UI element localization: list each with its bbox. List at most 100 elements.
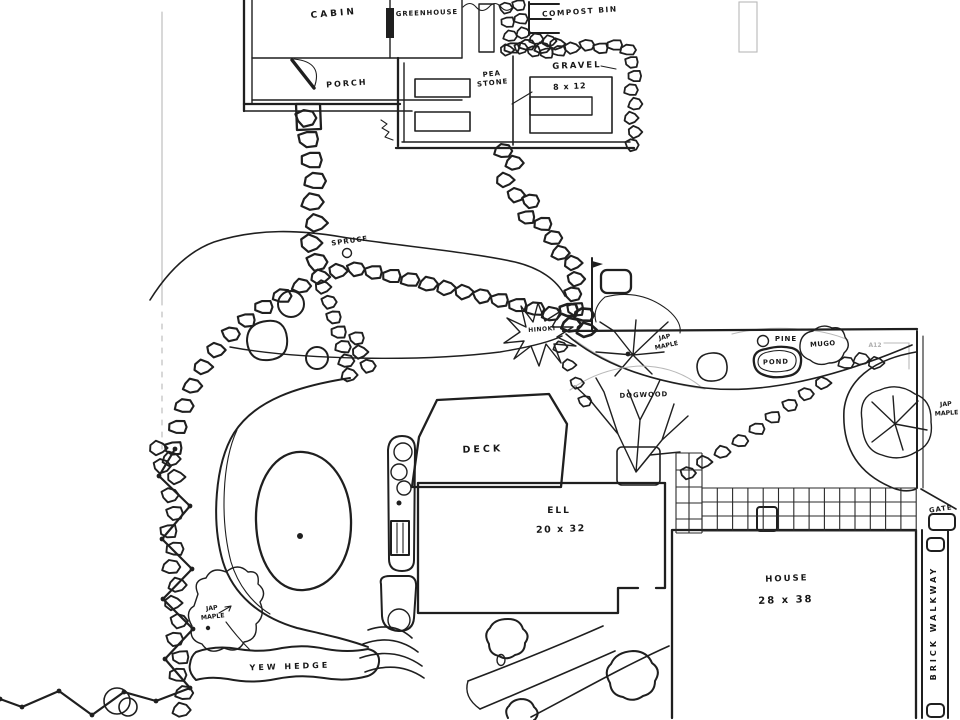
gate-post-stones-shape bbox=[575, 321, 599, 339]
gravel-path-stones-shape bbox=[504, 154, 525, 171]
rear-walk bbox=[466, 618, 670, 720]
jap-maple-bl-bed-shape bbox=[205, 625, 211, 631]
house-outline bbox=[670, 528, 918, 720]
raised-bed bbox=[414, 111, 471, 132]
greenhouse-outline-shape bbox=[478, 3, 495, 53]
gravel-path-stones-shape bbox=[506, 186, 527, 204]
compost-rocks-shape bbox=[528, 32, 545, 45]
rear-walk-shape bbox=[467, 625, 604, 682]
hinoki-trail-stones-shape bbox=[569, 376, 585, 390]
left-rock-column-shape bbox=[167, 468, 187, 486]
gravel-top-border-shape bbox=[578, 39, 596, 52]
compost-rocks-shape bbox=[539, 47, 554, 59]
gravel-top-border-shape bbox=[563, 41, 582, 55]
gravel-top-border-shape bbox=[518, 38, 536, 51]
left-rock-column-shape bbox=[165, 505, 184, 521]
porch-path-stones-shape bbox=[300, 233, 324, 253]
gravel-top-border-shape bbox=[533, 41, 552, 55]
label-jap-maple-right-shape: JAP bbox=[939, 401, 953, 409]
label-pea-stone-shape: STONE bbox=[477, 77, 509, 88]
stepping-stones bbox=[149, 0, 886, 718]
wall-stones-shape bbox=[163, 441, 183, 456]
label-brick-walkway: BRICK WALKWAY bbox=[929, 566, 938, 681]
deck-group-shape bbox=[393, 442, 413, 462]
label-house-size-shape: 28 x 38 bbox=[758, 594, 814, 607]
compost-rocks-shape bbox=[541, 34, 558, 48]
gravel-right-border-shape bbox=[624, 138, 640, 153]
gravel-path-stones-shape bbox=[563, 286, 583, 303]
label-pond-shape: POND bbox=[763, 358, 789, 367]
porch-path-stones-shape bbox=[297, 131, 319, 149]
gravel-right-border-shape bbox=[627, 125, 644, 140]
inner-wall-stones-shape bbox=[320, 294, 338, 310]
pond-trail-stones-shape bbox=[748, 422, 766, 435]
pond-bed bbox=[696, 325, 849, 382]
zigzag-fence-shape bbox=[187, 503, 193, 509]
lawn-and-beds-shape bbox=[297, 533, 303, 539]
inner-wall-stones-shape bbox=[314, 279, 333, 295]
ell-outline-shape bbox=[416, 481, 640, 615]
rear-walk-shape bbox=[496, 653, 506, 667]
hinoki-group-shape bbox=[592, 261, 603, 268]
cabin-outline bbox=[242, 0, 463, 141]
label-jap-maple-right-shape: MAPLE bbox=[934, 409, 958, 418]
gate-step bbox=[928, 513, 956, 531]
label-hinoki-shape: HINOKI bbox=[528, 325, 556, 334]
dogwood-tree-shape bbox=[574, 377, 689, 473]
fence-bush bbox=[103, 687, 138, 717]
zigzag-fence-shape bbox=[156, 473, 162, 479]
label-ell: ELL bbox=[547, 506, 571, 516]
jap-maple-bl-bed-shape bbox=[187, 566, 265, 652]
hinoki-trail-stones-shape bbox=[577, 395, 593, 408]
compost-rocks bbox=[498, 0, 567, 59]
zigzag-fence-shape bbox=[0, 447, 195, 717]
deck-group-shape bbox=[396, 500, 402, 506]
label-jap-maple-bl-shape: JAP bbox=[205, 604, 219, 612]
label-compost-bin-shape: COMPOST BIN bbox=[542, 4, 618, 18]
inner-wall-stones-shape bbox=[325, 310, 342, 325]
jap-maple-right-tree bbox=[860, 386, 933, 459]
hinoki-trail-stones bbox=[552, 340, 593, 408]
left-rock-column bbox=[149, 439, 195, 718]
wall-stones-shape bbox=[471, 288, 493, 305]
gravel-path-stones-shape bbox=[566, 302, 585, 317]
jap-maple-bl-bed-shape bbox=[218, 605, 251, 651]
raised-bed bbox=[414, 78, 471, 98]
label-pine: PINE bbox=[775, 335, 797, 343]
back-bed-curves bbox=[565, 333, 917, 492]
left-rock-column-shape bbox=[169, 613, 189, 630]
compost-rocks-shape bbox=[502, 29, 519, 42]
gravel-area bbox=[511, 55, 617, 146]
label-porch-shape: PORCH bbox=[326, 78, 368, 90]
pond-right-stones-shape bbox=[868, 355, 886, 370]
label-deck: DECK bbox=[462, 443, 503, 455]
porch-path-stones-shape bbox=[294, 109, 318, 128]
deck-group-shape bbox=[396, 522, 404, 554]
left-rock-column-shape bbox=[174, 685, 195, 700]
mugo-shrub bbox=[799, 325, 849, 366]
hinoki-starburst bbox=[503, 302, 577, 367]
label-brick-walkway-shape: BRICK WALKWAY bbox=[929, 566, 938, 681]
label-ell-size-shape: 20 x 32 bbox=[536, 523, 586, 536]
gravel-path-stones-shape bbox=[543, 230, 564, 245]
jap-maple-top-tree-shape bbox=[595, 319, 669, 377]
wall-stones-shape bbox=[181, 377, 204, 394]
left-rock-column-shape bbox=[165, 541, 185, 556]
pond-trail-stones-shape bbox=[815, 375, 833, 391]
gate-post-stones-shape bbox=[560, 316, 583, 333]
label-yew-hedge-shape: YEW HEDGE bbox=[248, 661, 330, 673]
rear-walk-shape bbox=[479, 650, 616, 710]
gravel-path-stones-shape bbox=[521, 193, 541, 210]
lower-planter bbox=[379, 575, 418, 632]
wall-stones-shape bbox=[524, 301, 546, 316]
back-bed-curves-shape bbox=[565, 333, 913, 391]
brick-walkway-strip-shape bbox=[926, 537, 945, 552]
gravel-right-border-shape bbox=[623, 83, 639, 96]
back-fence bbox=[561, 327, 957, 531]
pond-trail-stones-shape bbox=[797, 387, 815, 402]
gravel-right-border-shape bbox=[624, 56, 639, 69]
left-rock-column-shape bbox=[171, 650, 190, 665]
ell-outline bbox=[416, 481, 667, 615]
